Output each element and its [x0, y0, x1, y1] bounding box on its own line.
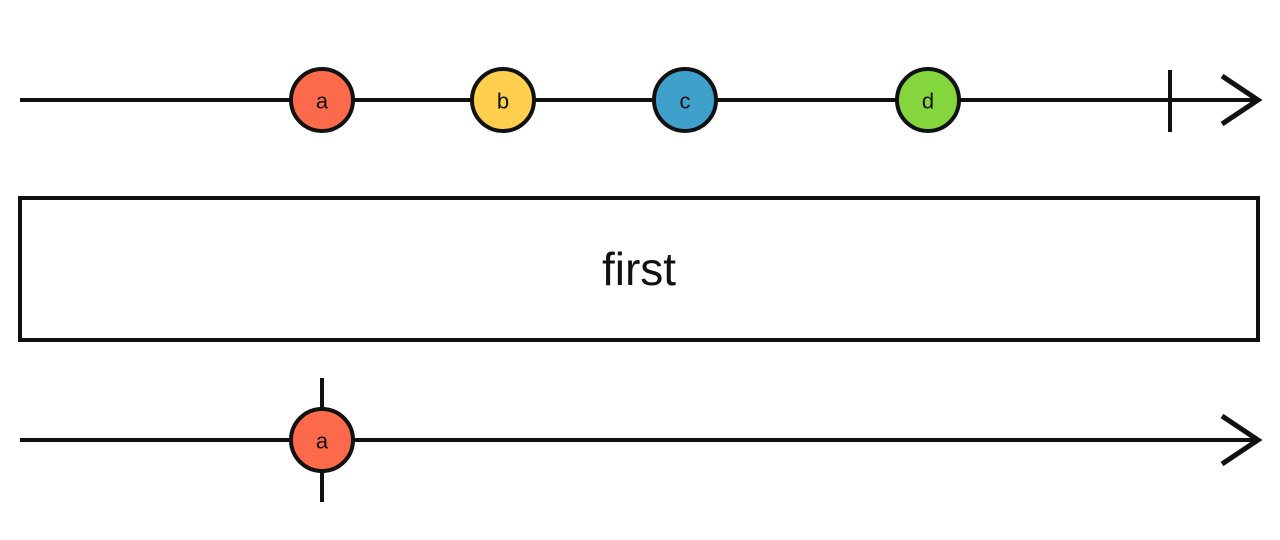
node-c-circle[interactable]: [652, 67, 718, 133]
bottom-node-a-label: a: [316, 429, 329, 454]
node-d[interactable]: d: [895, 67, 961, 133]
first-box-group[interactable]: first: [18, 196, 1260, 342]
top-axis-arrowhead-icon: [1220, 73, 1263, 127]
first-box-label: first: [602, 243, 676, 295]
bottom-axis-arrowhead-icon: [1220, 413, 1263, 467]
node-a-circle[interactable]: [289, 67, 355, 133]
node-d-label: d: [922, 89, 934, 114]
node-b-circle[interactable]: [470, 67, 536, 133]
bottom-cursor-axis: a: [20, 378, 1263, 502]
bottom-node-a[interactable]: a: [289, 407, 355, 473]
first-box-rect[interactable]: [18, 196, 1260, 342]
node-c-label: c: [680, 89, 691, 114]
node-a[interactable]: a: [289, 67, 355, 133]
bottom-node-a-circle[interactable]: [289, 407, 355, 473]
node-a-label: a: [316, 89, 329, 114]
top-node-sequence: a b c d: [20, 67, 1263, 133]
node-c[interactable]: c: [652, 67, 718, 133]
node-d-circle[interactable]: [895, 67, 961, 133]
node-b-label: b: [497, 89, 509, 114]
node-b[interactable]: b: [470, 67, 536, 133]
